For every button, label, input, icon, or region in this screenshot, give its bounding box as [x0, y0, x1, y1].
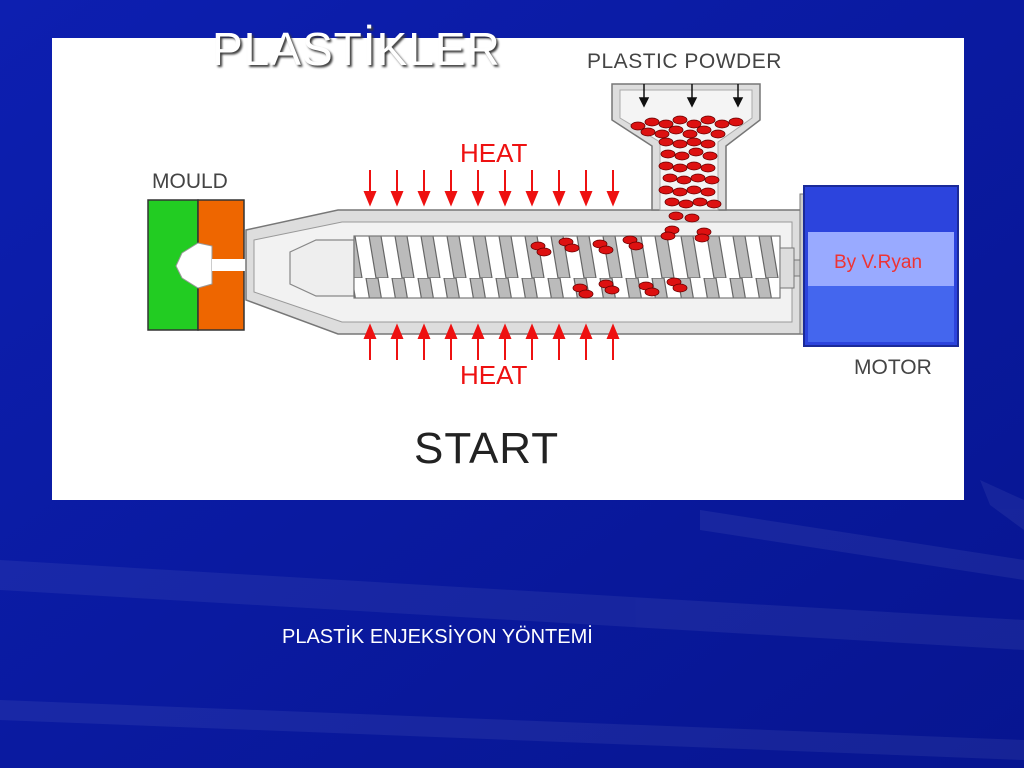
motor	[803, 185, 959, 347]
mould	[147, 199, 248, 331]
start-label: START	[414, 424, 559, 473]
slide-caption: PLASTİK ENJEKSİYON YÖNTEMİ	[282, 626, 593, 648]
mould-label: MOULD	[152, 170, 228, 193]
heat-arrows-top	[363, 170, 620, 207]
heat-arrows-bottom	[363, 323, 620, 360]
plastic-powder-label: PLASTIC POWDER	[587, 50, 782, 73]
powder-arrows	[638, 84, 744, 108]
screw	[289, 235, 795, 299]
motor-label: MOTOR	[854, 356, 932, 379]
credit-label: By V.Ryan	[834, 252, 922, 273]
plastic-pellets	[530, 115, 744, 299]
heat-top-label: HEAT	[460, 138, 528, 168]
slide-title: PLASTİKLER	[212, 23, 501, 75]
heat-bottom-label: HEAT	[460, 360, 528, 390]
injection-moulding-diagram: PLASTIC POWDER MOULD HEAT HEAT By V.Ryan…	[147, 50, 959, 473]
